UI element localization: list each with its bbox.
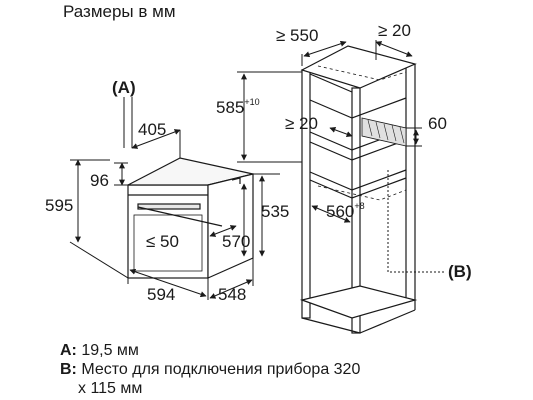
page-title: Размеры в мм <box>63 2 176 21</box>
legend-b-text: Место для подключения прибора 320 <box>81 361 361 378</box>
legend-a: A: 19,5 мм <box>60 342 139 360</box>
dim-le-50: ≤ 50 <box>146 232 179 251</box>
oven-side <box>207 173 254 279</box>
legend-b: B: Место для подключения прибора 320 <box>60 361 360 379</box>
dim-560-value: 560 <box>326 202 355 221</box>
oven-dimension-lines <box>69 97 280 300</box>
legend-a-text: 19,5 мм <box>81 342 139 359</box>
dim-585-value: 585 <box>216 98 245 117</box>
dim-585-tolerance: +10 <box>244 97 260 108</box>
dim-585: 585+10 <box>216 97 260 117</box>
legend-a-key: A: <box>60 342 77 359</box>
dim-560-tolerance: +8 <box>354 201 365 212</box>
oven-front <box>127 184 209 279</box>
dim-570: 570 <box>222 232 251 251</box>
dim-548: 548 <box>218 285 247 304</box>
legend-b-line2: x 115 мм <box>78 380 143 397</box>
dim-560: 560+8 <box>326 201 365 221</box>
dim-535: 535 <box>261 202 290 221</box>
label-b: (B) <box>448 262 472 281</box>
dim-ge-550: ≥ 550 <box>276 26 319 45</box>
dim-60: 60 <box>428 114 447 133</box>
dim-405: 405 <box>138 120 167 139</box>
dim-595: 595 <box>45 196 74 215</box>
label-a: (A) <box>112 78 136 97</box>
legend-b-key: B: <box>60 361 77 378</box>
cabinet-drawing <box>299 45 418 334</box>
dim-96: 96 <box>90 171 109 190</box>
dim-ge-20-top: ≥ 20 <box>378 21 411 40</box>
cabinet-dimension-lines <box>237 40 446 273</box>
dim-594: 594 <box>147 285 176 304</box>
oven-handle <box>137 203 201 210</box>
oven-drawing <box>127 157 254 279</box>
dim-ge-20-mid: ≥ 20 <box>285 114 318 133</box>
